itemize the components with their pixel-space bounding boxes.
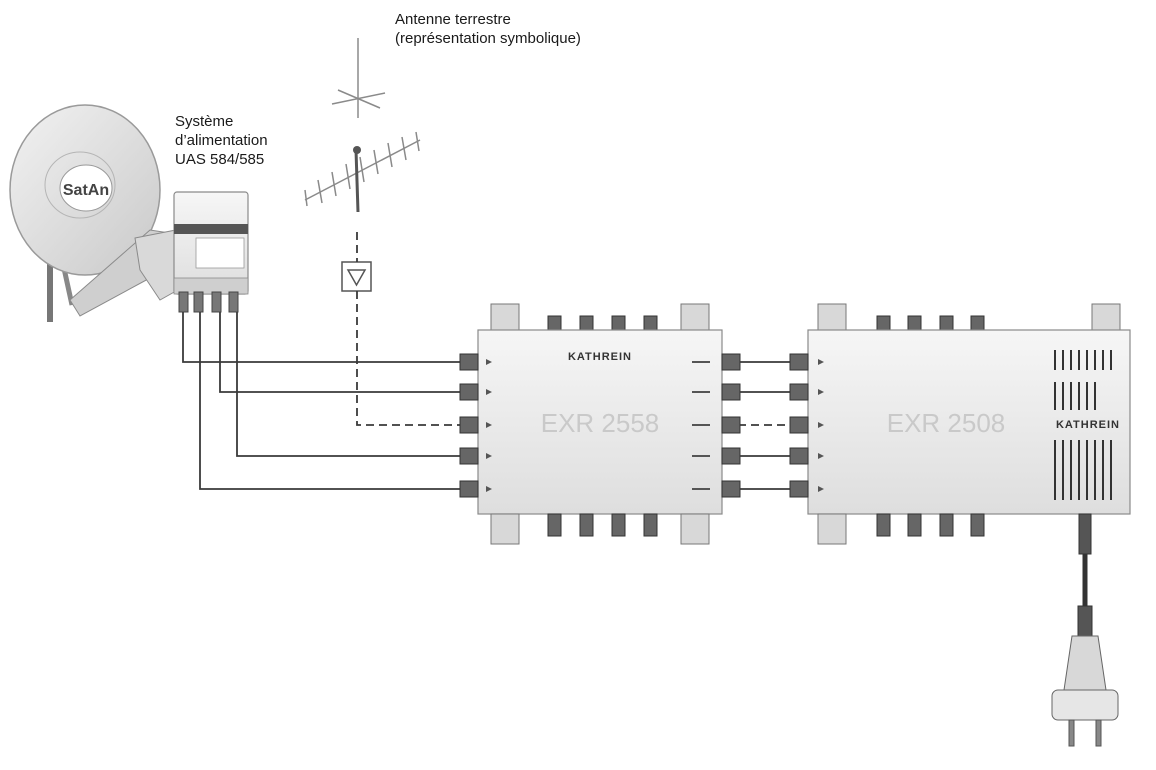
pass-through-cables: [740, 361, 792, 490]
model-label-1: EXR 2558: [541, 408, 660, 438]
brand-label-1: KATHREIN: [568, 351, 632, 363]
antenna-label-line2: (représentation symbolique): [395, 30, 581, 47]
feed-system-label: Système d’alimentation UAS 584/585: [175, 112, 268, 169]
model-label-2: EXR 2508: [887, 408, 1006, 438]
antenna-label-line1: Antenne terrestre: [395, 11, 511, 28]
satellite-cables: [182, 312, 460, 490]
feed-label-line3: UAS 584/585: [175, 151, 265, 168]
feed-label-line1: Système: [175, 113, 234, 130]
feed-label-line2: d’alimentation: [175, 132, 268, 149]
antenna-label: Antenne terrestre (représentation symbol…: [395, 10, 581, 48]
terrestrial-cable: [356, 232, 792, 426]
power-plug-icon: [1051, 513, 1119, 747]
amplifier-icon: [341, 261, 372, 292]
dish-logo: SatAn: [63, 182, 109, 199]
feed-system-box: [173, 191, 249, 313]
brand-label-2: KATHREIN: [1056, 419, 1120, 431]
satellite-dish-icon: SatAn: [9, 104, 193, 322]
multiswitch-exr-2508: EXR 2508 KATHREIN: [789, 303, 1131, 545]
antenna-icon: [304, 38, 421, 213]
multiswitch-exr-2558: KATHREIN EXR 2558: [459, 303, 741, 545]
